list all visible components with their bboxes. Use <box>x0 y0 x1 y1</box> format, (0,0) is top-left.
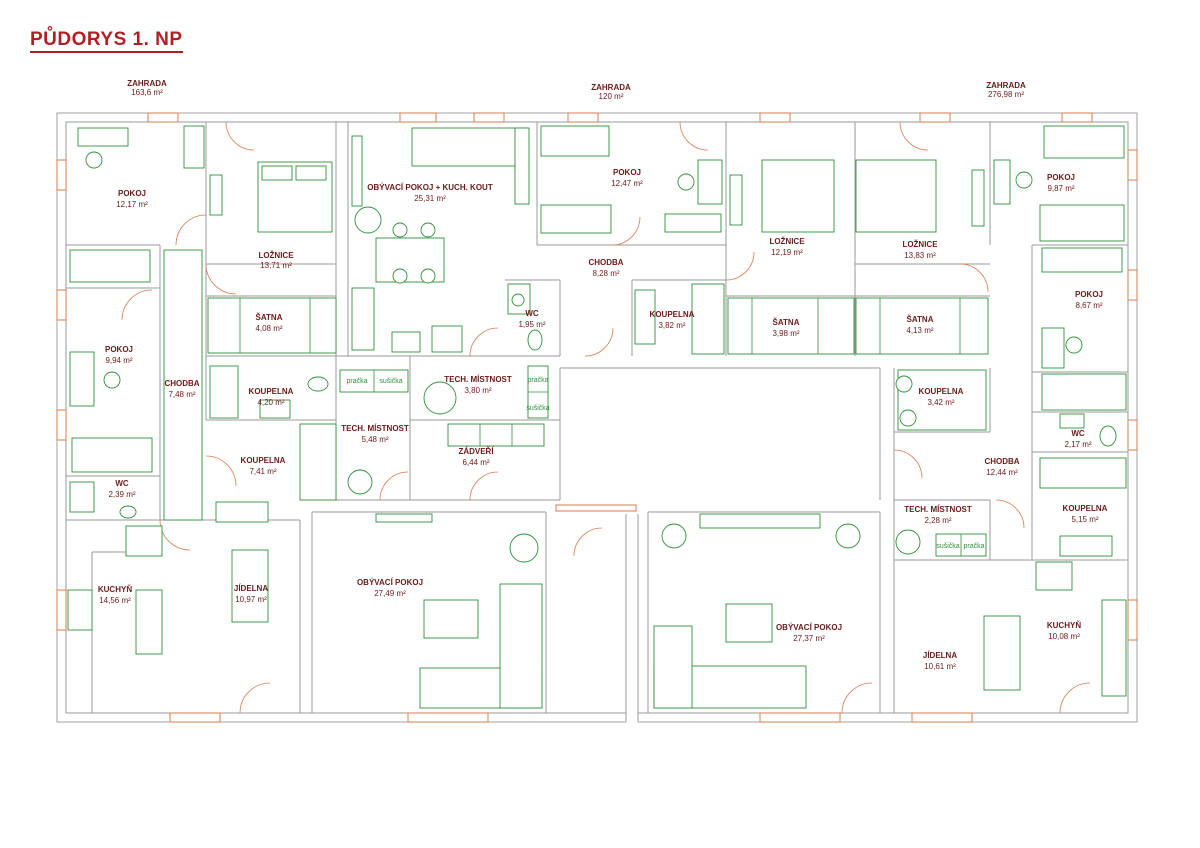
room-area: 10,61 m² <box>924 662 956 671</box>
room-name: KUCHYŇ <box>1047 621 1081 630</box>
room-area: 8,67 m² <box>1075 301 1102 310</box>
room-area: 4,13 m² <box>906 326 933 335</box>
room-area: 25,31 m² <box>414 194 446 203</box>
room-name: ZÁDVEŘÍ <box>458 447 494 456</box>
appliance-labels: pračka sušička pračka sušička sušička pr… <box>346 377 984 550</box>
room-area: 2,39 m² <box>108 490 135 499</box>
room-area: 4,08 m² <box>255 324 282 333</box>
room-name: CHODBA <box>588 258 623 267</box>
washer-label: pračka <box>963 543 984 550</box>
room-area: 7,48 m² <box>168 390 195 399</box>
room-name: CHODBA <box>164 379 199 388</box>
room-area: 5,48 m² <box>361 435 388 444</box>
room-area: 10,97 m² <box>235 595 267 604</box>
room-name: OBÝVACÍ POKOJ + KUCH. KOUT <box>367 183 493 192</box>
room-area: 12,19 m² <box>771 248 803 257</box>
interior-walls <box>66 122 1128 713</box>
room-name: KOUPELNA <box>650 310 695 319</box>
room-name: ŠATNA <box>256 313 283 322</box>
room-area: 3,80 m² <box>464 386 491 395</box>
room-name: KOUPELNA <box>249 387 294 396</box>
room-name: JÍDELNA <box>234 584 268 593</box>
garden-name: ZAHRADA <box>591 83 631 92</box>
windows <box>56 112 1138 723</box>
room-name: ŠATNA <box>773 318 800 327</box>
dryer-label: sušička <box>526 405 549 412</box>
room-area: 27,49 m² <box>374 589 406 598</box>
room-area: 9,94 m² <box>105 356 132 365</box>
room-area: 9,87 m² <box>1047 184 1074 193</box>
room-name: WC <box>115 479 129 488</box>
room-name: POKOJ <box>1047 173 1075 182</box>
room-name: KOUPELNA <box>919 387 964 396</box>
room-name: LOŽNICE <box>902 240 938 249</box>
garden-labels: ZAHRADA 163,6 m² ZAHRADA 120 m² ZAHRADA … <box>127 79 1026 101</box>
room-area: 6,44 m² <box>462 458 489 467</box>
room-name: KOUPELNA <box>241 456 286 465</box>
garden-area: 120 m² <box>599 92 624 101</box>
room-area: 3,42 m² <box>927 398 954 407</box>
room-area: 3,98 m² <box>772 329 799 338</box>
room-area: 1,95 m² <box>518 320 545 329</box>
garden-area: 163,6 m² <box>131 88 163 97</box>
room-name: CHODBA <box>984 457 1019 466</box>
room-area: 27,37 m² <box>793 634 825 643</box>
room-area: 14,56 m² <box>99 596 131 605</box>
room-area: 10,08 m² <box>1048 632 1080 641</box>
room-name: LOŽNICE <box>258 251 294 260</box>
room-area: 2,28 m² <box>924 516 951 525</box>
room-name: OBÝVACÍ POKOJ <box>357 578 423 587</box>
room-name: POKOJ <box>105 345 133 354</box>
furniture <box>67 125 1127 709</box>
doors <box>121 121 1091 714</box>
plan-title: PŮDORYS 1. NP <box>30 30 183 53</box>
room-labels: POKOJ 12,17 m² LOŽNICE 13,71 m² OBÝVACÍ … <box>98 168 1108 671</box>
room-name: POKOJ <box>118 189 146 198</box>
dryer-label: sušička <box>379 378 402 385</box>
room-area: 13,71 m² <box>260 261 292 270</box>
garden-name: ZAHRADA <box>986 81 1026 90</box>
room-area: 8,28 m² <box>592 269 619 278</box>
room-name: OBÝVACÍ POKOJ <box>776 623 842 632</box>
room-name: WC <box>525 309 539 318</box>
room-area: 13,83 m² <box>904 251 936 260</box>
room-area: 5,15 m² <box>1071 515 1098 524</box>
washer-label: pračka <box>527 377 548 384</box>
room-name: WC <box>1071 429 1085 438</box>
room-area: 2,17 m² <box>1064 440 1091 449</box>
room-name: TECH. MÍSTNOST <box>444 375 512 384</box>
room-name: TECH. MÍSTNOST <box>341 424 409 433</box>
dryer-label: sušička <box>936 543 959 550</box>
room-area: 3,82 m² <box>658 321 685 330</box>
garden-name: ZAHRADA <box>127 79 167 88</box>
room-area: 12,47 m² <box>611 179 643 188</box>
room-name: POKOJ <box>613 168 641 177</box>
room-name: KUCHYŇ <box>98 585 132 594</box>
washer-label: pračka <box>346 378 367 385</box>
room-name: ŠATNA <box>907 315 934 324</box>
room-name: POKOJ <box>1075 290 1103 299</box>
room-name: KOUPELNA <box>1063 504 1108 513</box>
room-area: 7,41 m² <box>249 467 276 476</box>
room-name: TECH. MÍSTNOST <box>904 505 972 514</box>
room-area: 12,44 m² <box>986 468 1018 477</box>
room-area: 12,17 m² <box>116 200 148 209</box>
room-name: LOŽNICE <box>769 237 805 246</box>
room-area: 4,20 m² <box>257 398 284 407</box>
room-name: JÍDELNA <box>923 651 957 660</box>
garden-area: 276,98 m² <box>988 90 1024 99</box>
